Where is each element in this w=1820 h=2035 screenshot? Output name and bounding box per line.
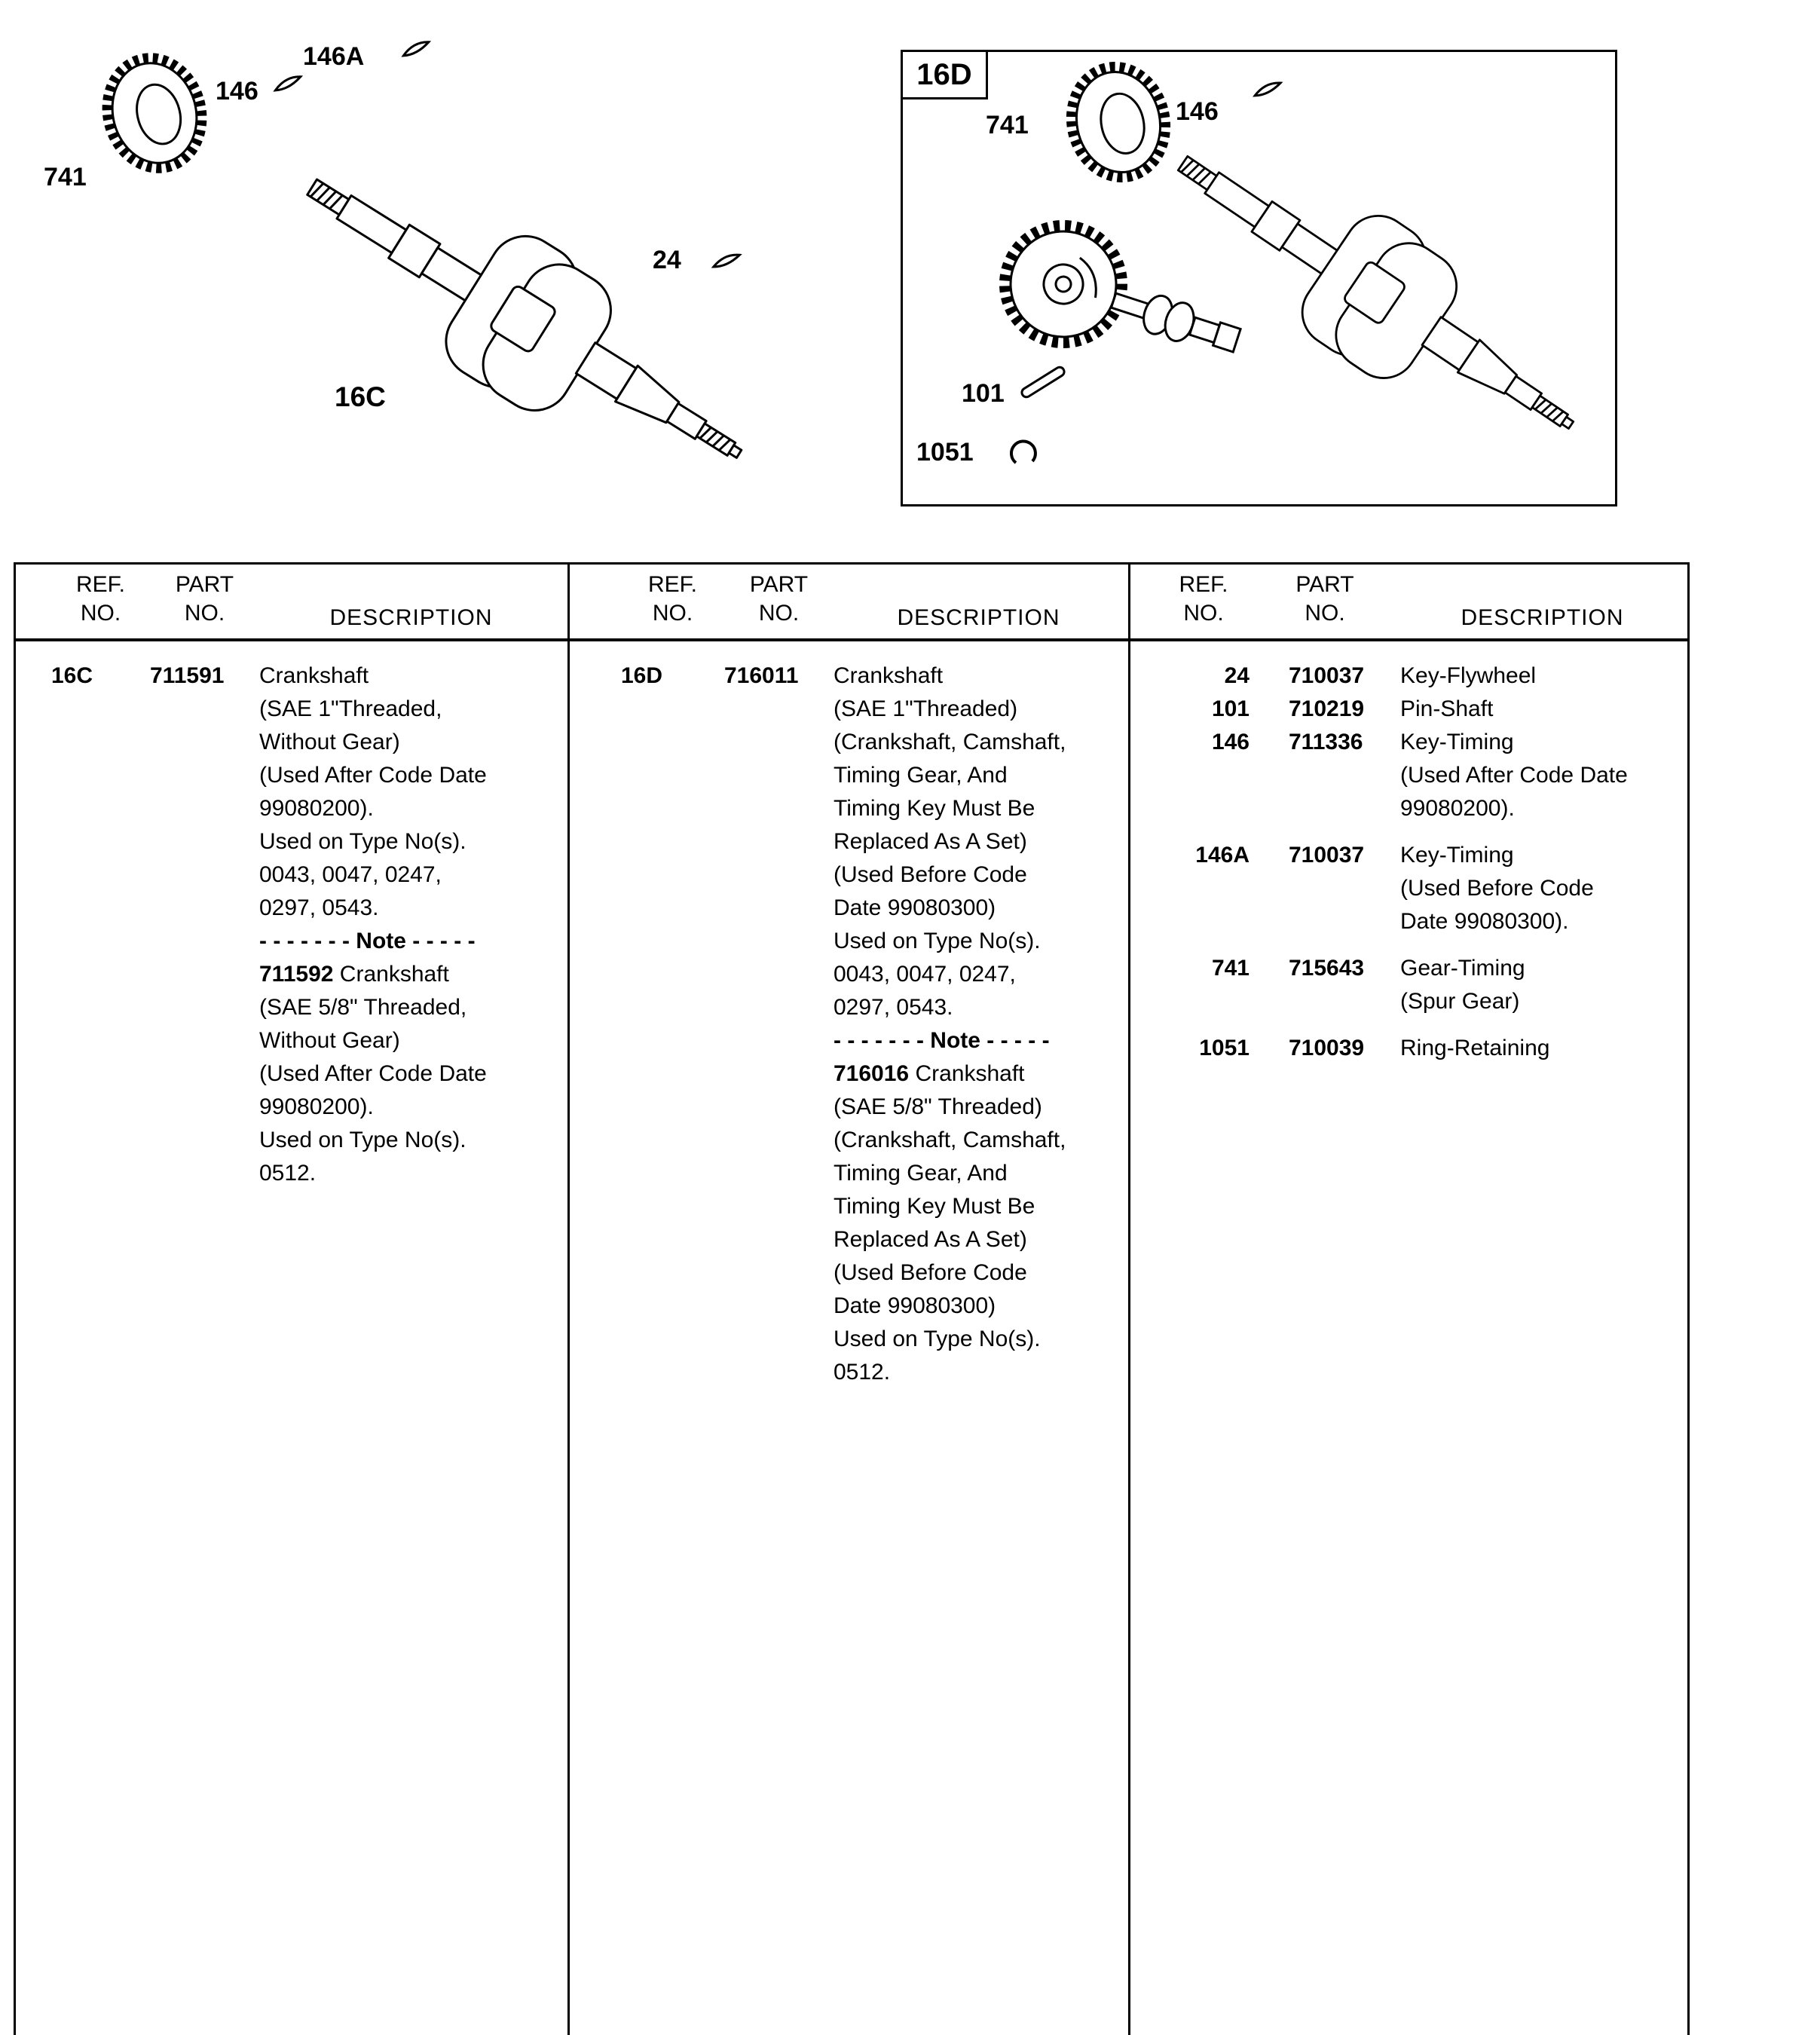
parts-column-2: 16D 716011 Crankshaft(SAE 1"Threaded)(Cran… bbox=[570, 641, 1130, 2035]
label-146-16d: 146 bbox=[1176, 97, 1219, 126]
ref-no: 741 bbox=[1211, 956, 1250, 981]
parts-entry: 1051 710039 Ring-Retaining bbox=[1130, 1032, 1687, 1065]
parts-entry: 16D 716011 Crankshaft(SAE 1"Threaded)(Cran… bbox=[570, 659, 1128, 1389]
label-101-16d: 101 bbox=[962, 379, 1005, 408]
diagram-16d-box: 16D 741 146 101 1051 bbox=[901, 50, 1617, 506]
description: Key-Flywheel bbox=[1400, 663, 1537, 688]
part-no: 716011 bbox=[724, 663, 799, 688]
header-col-2: REF. NO. PART NO. DESCRIPTION bbox=[570, 565, 1130, 638]
part-no: 711336 bbox=[1289, 730, 1363, 754]
diagram-16d-tag: 16D bbox=[901, 50, 988, 99]
label-1051-16d: 1051 bbox=[916, 438, 974, 467]
header-col-3: REF. NO. PART NO. DESCRIPTION bbox=[1130, 565, 1687, 638]
parts-table-body: 16C 711591 Crankshaft(SAE 1"Threaded,Witho… bbox=[16, 641, 1687, 2035]
flywheel-key-icon bbox=[711, 252, 742, 268]
header-ref-no: REF. NO. bbox=[75, 572, 125, 626]
label-16c: 16C bbox=[335, 381, 386, 412]
label-146a-16c: 146A bbox=[303, 42, 365, 71]
timing-gear-illustration bbox=[79, 34, 230, 192]
header-description: DESCRIPTION bbox=[1461, 605, 1624, 630]
parts-entry: 146 711336 Key-Timing(Used After Code Date… bbox=[1130, 726, 1687, 825]
header-ref-no: REF. NO. bbox=[647, 572, 697, 626]
header-ref-no: REF. NO. bbox=[1179, 572, 1228, 626]
part-no: 710219 bbox=[1289, 696, 1365, 721]
parts-entry: 24 710037 Key-Flywheel bbox=[1130, 659, 1687, 693]
header-description: DESCRIPTION bbox=[329, 605, 493, 630]
ref-no: 16C bbox=[51, 663, 93, 688]
ref-no: 101 bbox=[1211, 696, 1250, 721]
header-part-no: PART NO. bbox=[1295, 572, 1354, 626]
parts-column-1: 16C 711591 Crankshaft(SAE 1"Threaded,Witho… bbox=[16, 641, 570, 2035]
description: Gear-Timing(Spur Gear) bbox=[1400, 956, 1525, 1014]
description: Crankshaft(SAE 1"Threaded)(Crankshaft, C… bbox=[834, 663, 1066, 1385]
timing-key-icon bbox=[272, 75, 304, 92]
part-no: 710037 bbox=[1289, 843, 1365, 868]
parts-entry: 101 710219 Pin-Shaft bbox=[1130, 693, 1687, 726]
parts-entry: 16C 711591 Crankshaft(SAE 1"Threaded,Witho… bbox=[16, 659, 567, 1190]
parts-column-3: 24 710037 Key-Flywheel 101 710219 Pin-Shaft 14… bbox=[1130, 641, 1687, 2035]
header-part-no: PART NO. bbox=[175, 572, 234, 626]
label-146-16c: 146 bbox=[216, 77, 258, 106]
ref-no: 24 bbox=[1224, 663, 1250, 688]
label-741-16c: 741 bbox=[44, 163, 87, 191]
ref-no: 146 bbox=[1211, 730, 1250, 754]
crankshaft-16c-illustration bbox=[270, 121, 782, 521]
ref-no: 16D bbox=[621, 663, 663, 688]
header-col-1: REF. NO. PART NO. DESCRIPTION bbox=[16, 565, 570, 638]
retaining-ring-icon bbox=[1009, 439, 1037, 464]
description: Pin-Shaft bbox=[1400, 696, 1494, 721]
part-no: 715643 bbox=[1289, 956, 1365, 981]
part-no: 710039 bbox=[1289, 1036, 1365, 1060]
part-no: 710037 bbox=[1289, 663, 1365, 688]
pin-shaft-icon bbox=[1019, 364, 1067, 400]
timing-key-a-icon bbox=[400, 40, 432, 57]
parts-table: REF. NO. PART NO. DESCRIPTION REF. NO. bbox=[14, 562, 1690, 2035]
header-part-no: PART NO. bbox=[749, 572, 809, 626]
timing-gear-16d-illustration bbox=[1047, 50, 1190, 194]
ref-no: 1051 bbox=[1199, 1036, 1250, 1060]
ref-no: 146A bbox=[1195, 843, 1250, 868]
label-24-16c: 24 bbox=[653, 246, 681, 274]
parts-table-header: REF. NO. PART NO. DESCRIPTION REF. NO. bbox=[16, 565, 1687, 641]
part-no: 711591 bbox=[150, 663, 225, 688]
label-741-16d: 741 bbox=[986, 111, 1029, 139]
description: Ring-Retaining bbox=[1400, 1036, 1550, 1060]
description: Crankshaft(SAE 1"Threaded,Without Gear)(… bbox=[259, 663, 487, 1186]
header-description: DESCRIPTION bbox=[897, 605, 1060, 630]
parts-entry: 741 715643 Gear-Timing(Spur Gear) bbox=[1130, 952, 1687, 1018]
